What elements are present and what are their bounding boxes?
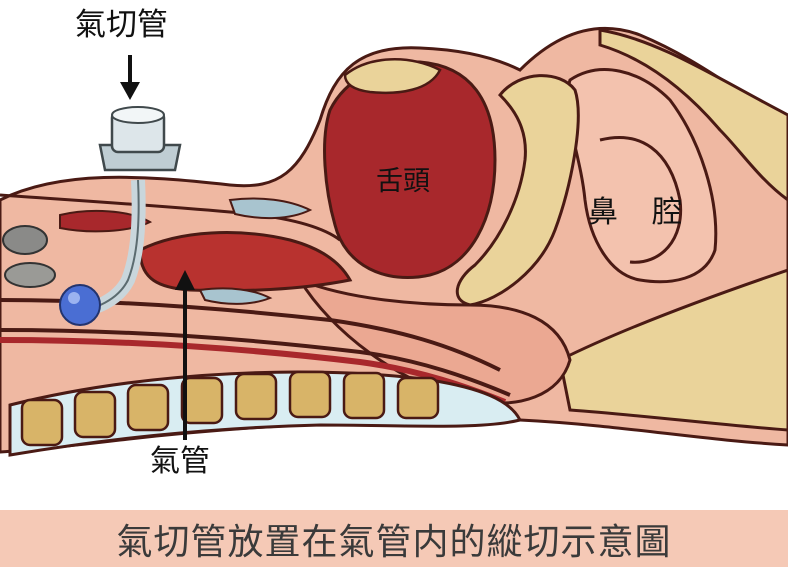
- caption-text: 氣切管放置在氣管内的縱切示意圖: [116, 513, 671, 565]
- vertebra: [22, 400, 62, 445]
- vertebra: [290, 372, 330, 417]
- tongue-label: 舌頭: [376, 168, 430, 195]
- anatomy-illustration: [0, 0, 788, 510]
- nasal-cavity-label-1: 鼻: [588, 198, 618, 228]
- trach-tube-opening: [112, 107, 164, 123]
- neck-structure-a: [3, 226, 47, 254]
- nasal-cavity-label-2: 腔: [652, 198, 682, 228]
- vertebra: [182, 378, 222, 423]
- arrow-to-tube: [120, 55, 140, 100]
- vertebra: [344, 373, 384, 418]
- trach-tube-cuff-highlight: [68, 292, 80, 304]
- trachea-label: 氣管: [150, 447, 210, 477]
- tracheostomy-tube-label: 氣切管: [75, 10, 168, 41]
- caption-bar: 氣切管放置在氣管内的縱切示意圖: [0, 510, 788, 567]
- vertebra: [75, 392, 115, 437]
- vertebra: [128, 385, 168, 430]
- trach-tube-cuff: [60, 285, 100, 325]
- neck-structure-b: [5, 263, 55, 287]
- vertebra: [236, 374, 276, 419]
- vertebra: [398, 378, 438, 418]
